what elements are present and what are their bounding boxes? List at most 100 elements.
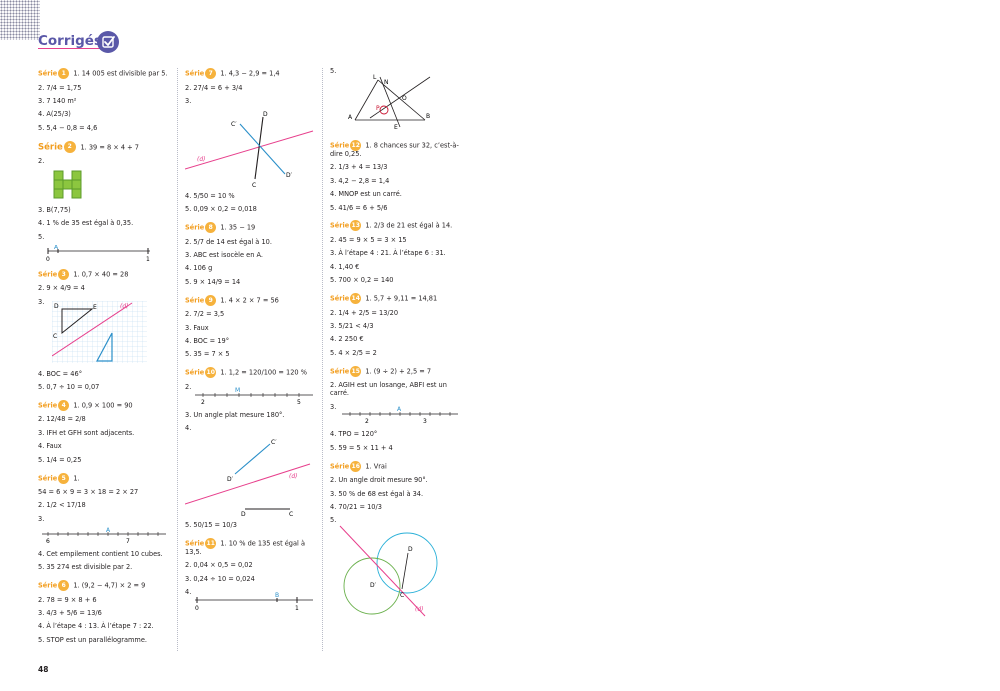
serie-label: Série: [185, 69, 205, 78]
answer: 4. Faux: [38, 442, 62, 451]
point-label: A: [54, 245, 59, 251]
answer: 5. 35 = 7 × 5: [185, 350, 230, 359]
point-label: D′: [370, 582, 377, 589]
answer: 2.: [38, 157, 45, 166]
answer: 1. 4 × 2 × 7 = 56: [220, 296, 279, 305]
tick-label: 6: [46, 538, 50, 545]
point-label: C′: [271, 439, 277, 446]
answer: 4. A(25/3): [38, 110, 71, 119]
answer: 1. 4,3 − 2,9 = 1,4: [220, 69, 280, 78]
point-label: C′: [231, 121, 237, 128]
answer: 4. TPO = 120°: [330, 430, 378, 439]
answer: 2. 78 = 9 × 8 + 6: [38, 595, 97, 604]
answer: 5. 4 × 2/5 = 2: [330, 348, 377, 357]
point-label: E: [93, 304, 97, 311]
serie-number: 6: [58, 580, 70, 592]
answer: 4. BOC = 46°: [38, 369, 82, 378]
answer: 2. 5/7 de 14 est égal à 10.: [185, 237, 272, 246]
point-label: N: [384, 79, 389, 86]
point-label: P: [376, 105, 380, 112]
answer: 1. 39 = 8 × 4 + 7: [80, 143, 139, 152]
answer: 1. 10 % de 135 est égal à 13,5.: [185, 539, 306, 556]
answer: 4. 1,40 €: [330, 262, 360, 271]
answer: 2. Un angle droit mesure 90°.: [330, 476, 428, 485]
point-label: D′: [286, 172, 293, 179]
answer: 2. 1/2 < 17/18: [38, 501, 86, 510]
point-label: C: [289, 511, 293, 516]
answer: 4. BOC = 19°: [185, 337, 229, 346]
serie-number: 3: [58, 268, 70, 280]
answer: 1. 14 005 est divisible par 5.: [73, 69, 168, 78]
serie-number: 7: [205, 68, 217, 79]
answer: 2. 1/3 + 4 = 13/3: [330, 163, 388, 172]
point-label: D: [54, 303, 59, 310]
serie-label: Série: [330, 221, 350, 230]
serie-label: Série: [38, 401, 58, 410]
answer: 3. À l’étape 4 : 21. À l’étape 6 : 31.: [330, 249, 446, 258]
answer: 5. 5,4 − 0,8 = 4,6: [38, 123, 98, 132]
answer: 1. 0,9 × 100 = 90: [73, 401, 133, 410]
answer: 3.: [330, 402, 337, 411]
page-number: 48: [38, 665, 49, 674]
point-label: D′: [227, 476, 234, 483]
tick-label: 3: [423, 418, 427, 425]
point-label: D: [263, 111, 268, 118]
answer: 5. 0,09 × 0,2 = 0,018: [185, 205, 257, 214]
answer: 3. 50 % de 68 est égal à 34.: [330, 489, 424, 498]
corner-dots-decoration: [0, 0, 40, 40]
column-divider: [322, 68, 323, 651]
answer: 1.: [73, 474, 80, 482]
symmetry-figure: C′ D′ (d) D C: [185, 439, 311, 516]
point-label: D: [408, 546, 413, 553]
answer: 4. 2 250 €: [330, 335, 364, 344]
answer: 1. 1,2 = 120/100 = 120 %: [220, 368, 307, 377]
answer: 5. STOP est un parallélogramme.: [38, 635, 147, 644]
answer: 2. 7/4 = 1,75: [38, 83, 82, 92]
point-label: A: [397, 406, 402, 413]
answer: 3. B(7,75): [38, 206, 71, 215]
tick-label: 0: [46, 256, 50, 263]
answer: 3. IFH et GFH sont adjacents.: [38, 428, 135, 437]
point-label: C: [53, 333, 57, 340]
answer: 5. 700 × 0,2 = 140: [330, 276, 394, 285]
serie-label: Série: [185, 368, 205, 377]
cube-figure: [53, 170, 82, 199]
line-label: (d): [289, 473, 298, 480]
column-divider: [177, 68, 178, 651]
tick-label: 5: [297, 399, 301, 406]
point-label: C: [400, 592, 404, 599]
serie-label: Série: [185, 296, 205, 305]
serie-label: Série: [38, 581, 58, 590]
line-label: (d): [415, 606, 424, 613]
answer: 5. 9 × 14/9 = 14: [185, 277, 241, 286]
serie-number: 12: [350, 139, 362, 151]
line-label: (d): [120, 303, 129, 310]
answer: 4. 106 g: [185, 264, 213, 273]
answer: 1. 2/3 de 21 est égal à 14.: [365, 221, 453, 230]
answer: 54 = 6 × 9 = 3 × 18 = 2 × 27: [38, 488, 139, 496]
answer: 1. (9,2 − 4,7) × 2 = 9: [73, 581, 146, 590]
tick-label: 2: [365, 418, 369, 425]
serie-label: Série: [185, 223, 205, 232]
answer: 4. Cet empilement contient 10 cubes.: [38, 549, 163, 558]
point-label: E: [394, 124, 398, 131]
answer: 5. 59 = 5 × 11 + 4: [330, 443, 393, 452]
serie-label: Série: [185, 539, 205, 548]
answer: 2.: [185, 382, 192, 391]
point-label: C: [252, 182, 256, 187]
serie-label: Série: [38, 69, 58, 78]
answer: 1. 5,7 + 9,11 = 14,81: [365, 294, 438, 303]
answer: 5.: [38, 232, 45, 241]
answer: 2. AGIH est un losange, ABFI est un carr…: [330, 381, 447, 398]
answer: 4.: [185, 588, 192, 597]
symmetry-figure: D C C′ D′ (d): [185, 111, 314, 187]
serie-number: 14: [350, 293, 362, 305]
answer: 4.: [185, 424, 192, 433]
answer: 3. Un angle plat mesure 180°.: [185, 410, 285, 419]
answer: 2. 45 = 9 × 5 = 3 × 15: [330, 235, 407, 244]
serie-number: 15: [350, 365, 362, 377]
